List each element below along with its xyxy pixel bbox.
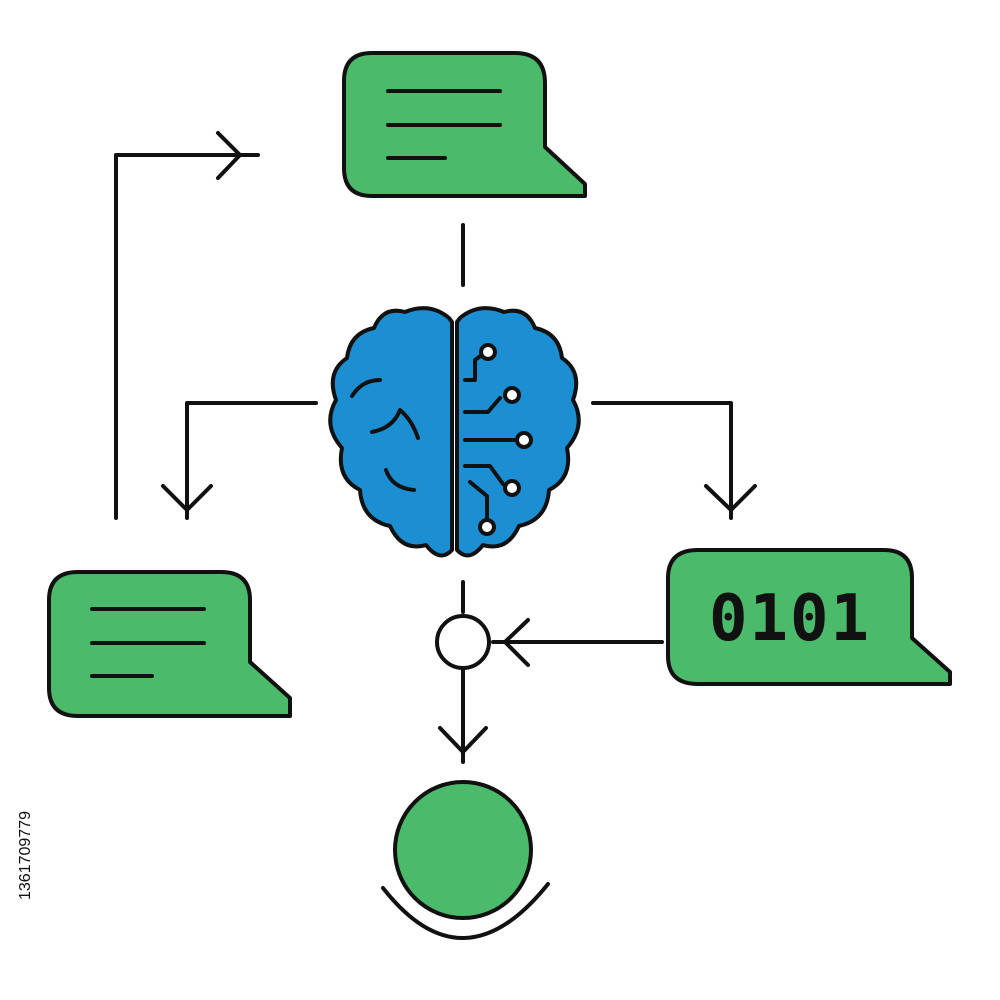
left-speech-bubble <box>47 570 292 718</box>
user-person-icon <box>381 780 550 940</box>
arrowhead-down-icon <box>438 726 488 754</box>
connectors <box>114 131 757 764</box>
right-speech-bubble: 0101 <box>666 548 952 686</box>
binary-label: 0101 <box>709 582 871 656</box>
arrowhead-right-icon <box>216 131 242 180</box>
user-shoulders <box>381 882 550 940</box>
brain-right-hemisphere <box>455 306 581 558</box>
ai-brain-circuit-icon <box>328 306 581 558</box>
brain-left-hemisphere <box>328 306 454 558</box>
brain-fold <box>370 408 420 440</box>
brain-fold <box>384 468 416 492</box>
arrowhead-down-icon <box>161 484 213 512</box>
arrowhead-left-icon <box>503 618 530 667</box>
arrow-brain-to-left <box>185 401 318 520</box>
arrow-brain-to-right <box>591 401 733 520</box>
speech-bubble-binary-icon <box>666 548 952 686</box>
watermark-id: 1361709779 <box>17 811 34 900</box>
arrowhead-down-icon <box>704 484 757 512</box>
junction-circle-icon <box>435 614 491 670</box>
user-head <box>393 780 533 920</box>
circuit-traces <box>463 343 533 536</box>
arrow-left-to-top <box>114 153 260 520</box>
brain-fold <box>350 378 382 398</box>
top-speech-bubble <box>342 51 587 198</box>
